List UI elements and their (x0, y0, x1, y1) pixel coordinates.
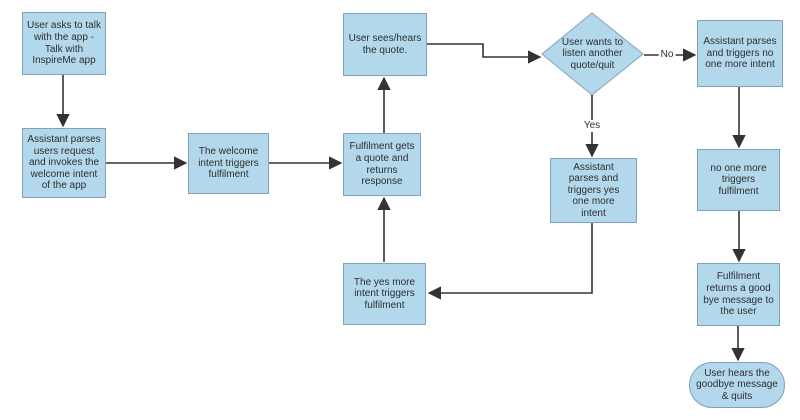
node-user-hears-quote: User sees/hears the quote. (343, 13, 427, 76)
node-no-one-more: no one more triggers fulfilment (697, 149, 780, 211)
edge-label-no: No (658, 49, 676, 61)
edge-label-yes: Yes (581, 120, 603, 132)
node-fulfilment-bye: Fulfilment returns a good bye message to… (697, 263, 780, 326)
node-assistant-welcome: Assistant parses users request and invok… (22, 128, 106, 198)
edge-assistant-yes-to-yes-more-triggers (427, 223, 593, 300)
node-fulfilment-quote: Fulfilment gets a quote and returns resp… (343, 133, 421, 196)
edge-user-hears-quote-to-decision (427, 43, 542, 64)
node-assistant-no: Assistant parses and triggers no one mor… (697, 20, 783, 87)
decision-diamond-shape (541, 12, 644, 96)
node-user-asks: User asks to talk with the app - Talk wi… (22, 12, 106, 75)
node-welcome-triggers: The welcome intent triggers fulfilment (188, 133, 269, 194)
node-user-quits: User hears the goodbye message & quits (689, 362, 785, 408)
node-yes-more-triggers: The yes more intent triggers fulfilment (343, 263, 426, 325)
node-decision: User wants to listen another quote/quit (561, 36, 624, 71)
node-assistant-yes: Assistant parses and triggers yes one mo… (550, 158, 637, 223)
